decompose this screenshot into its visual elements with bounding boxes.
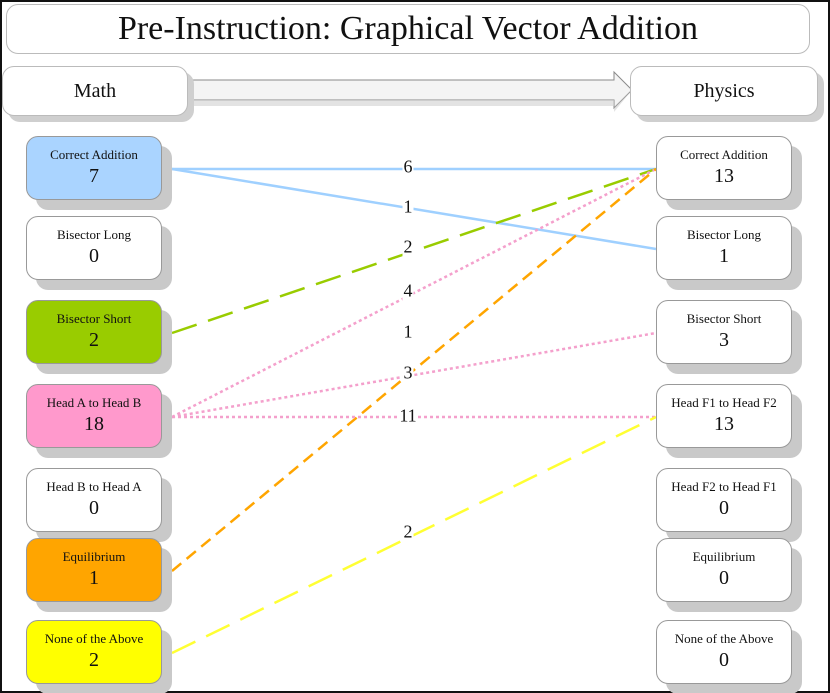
edge-0-to-1 bbox=[171, 167, 657, 251]
math-node-bisector-long: Bisector Long 0 bbox=[26, 216, 162, 280]
node-count: 0 bbox=[89, 497, 99, 519]
node-count: 0 bbox=[719, 649, 729, 671]
node-label: Equilibrium bbox=[62, 549, 126, 564]
node-count: 2 bbox=[89, 649, 99, 671]
edge-count-label: 2 bbox=[402, 236, 414, 258]
node-count: 13 bbox=[714, 413, 734, 435]
node-label: Bisector Long bbox=[686, 227, 761, 242]
node-count: 1 bbox=[719, 245, 729, 267]
page-title: Pre-Instruction: Graphical Vector Additi… bbox=[6, 4, 810, 54]
edge-3-to-0 bbox=[171, 167, 657, 419]
node-label: Head A to Head B bbox=[46, 395, 142, 410]
flow-arrow-shadow bbox=[190, 90, 632, 112]
node-count: 13 bbox=[714, 165, 734, 187]
node-label: Correct Addition bbox=[50, 147, 138, 162]
node-label: Bisector Short bbox=[686, 311, 762, 326]
node-label: Head F1 to Head F2 bbox=[671, 395, 777, 410]
edge-count-label: 1 bbox=[402, 196, 414, 218]
edge-count-label: 6 bbox=[402, 156, 414, 178]
physics-node-bisector-short: Bisector Short 3 bbox=[656, 300, 792, 364]
node-count: 0 bbox=[719, 497, 729, 519]
edge-count-label: 11 bbox=[398, 405, 418, 427]
math-node-equilibrium: Equilibrium 1 bbox=[26, 538, 162, 602]
math-node-correct-addition: Correct Addition 7 bbox=[26, 136, 162, 200]
node-label: Bisector Short bbox=[56, 311, 132, 326]
physics-node-head-f1-to-head-f2: Head F1 to Head F2 13 bbox=[656, 384, 792, 448]
physics-node-none-of-the-above: None of the Above 0 bbox=[656, 620, 792, 684]
node-label: None of the Above bbox=[44, 631, 144, 646]
edge-count-label: 2 bbox=[402, 521, 414, 543]
edge-3-to-2 bbox=[171, 331, 657, 419]
edge-count-label: 3 bbox=[402, 362, 414, 384]
physics-node-equilibrium: Equilibrium 0 bbox=[656, 538, 792, 602]
physics-node-head-f2-to-head-f1: Head F2 to Head F1 0 bbox=[656, 468, 792, 532]
math-node-head-b-to-head-a: Head B to Head A 0 bbox=[26, 468, 162, 532]
edge-6-to-3 bbox=[171, 415, 657, 655]
math-node-bisector-short: Bisector Short 2 bbox=[26, 300, 162, 364]
node-label: None of the Above bbox=[674, 631, 774, 646]
node-label: Head F2 to Head F1 bbox=[671, 479, 777, 494]
node-label: Equilibrium bbox=[692, 549, 756, 564]
physics-node-correct-addition: Correct Addition 13 bbox=[656, 136, 792, 200]
node-count: 0 bbox=[719, 567, 729, 589]
edge-count-label: 4 bbox=[402, 280, 414, 302]
node-label: Correct Addition bbox=[680, 147, 768, 162]
node-label: Bisector Long bbox=[56, 227, 131, 242]
node-label: Head B to Head A bbox=[46, 479, 142, 494]
physics-node-bisector-long: Bisector Long 1 bbox=[656, 216, 792, 280]
node-count: 3 bbox=[719, 329, 729, 351]
edge-count-label: 1 bbox=[402, 321, 414, 343]
edge-5-to-0 bbox=[171, 168, 657, 572]
node-count: 2 bbox=[89, 329, 99, 351]
node-count: 7 bbox=[89, 165, 99, 187]
math-header: Math bbox=[2, 66, 188, 116]
edge-2-to-0 bbox=[171, 167, 657, 335]
node-count: 1 bbox=[89, 567, 99, 589]
math-node-head-a-to-head-b: Head A to Head B 18 bbox=[26, 384, 162, 448]
physics-header: Physics bbox=[630, 66, 818, 116]
node-count: 18 bbox=[84, 413, 104, 435]
node-count: 0 bbox=[89, 245, 99, 267]
math-node-none-of-the-above: None of the Above 2 bbox=[26, 620, 162, 684]
